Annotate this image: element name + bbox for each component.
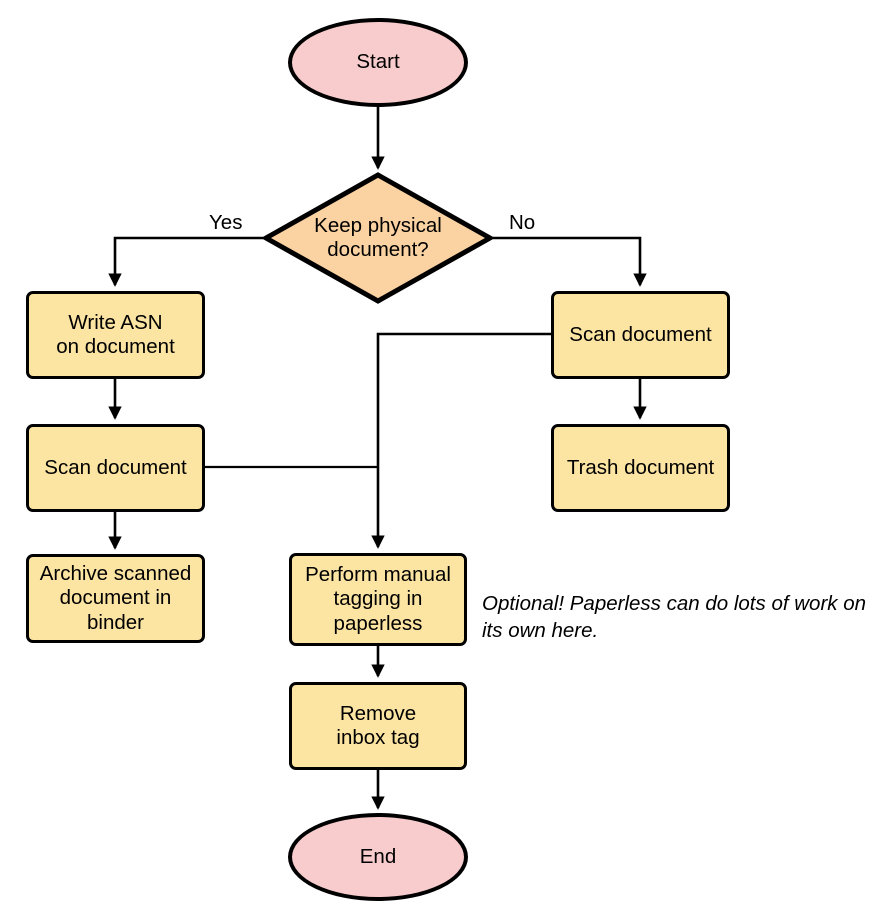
node-end[interactable]: End bbox=[288, 813, 468, 901]
node-archive-scanned-document[interactable]: Archive scanned document in binder bbox=[26, 554, 205, 643]
node-scan-right-label: Scan document bbox=[569, 322, 712, 346]
annotation-optional-note: Optional! Paperless can do lots of work … bbox=[482, 592, 867, 643]
node-end-label: End bbox=[359, 844, 397, 868]
node-decision-label: Keep physical document? bbox=[314, 213, 442, 261]
edge-decision-no-to-scan-right bbox=[493, 236, 647, 287]
node-trash-label: Trash document bbox=[566, 455, 715, 479]
node-start[interactable]: Start bbox=[288, 18, 468, 107]
node-write-asn-label: Write ASN on document bbox=[56, 310, 175, 358]
node-scan-document-left[interactable]: Scan document bbox=[26, 424, 205, 512]
node-remove-inbox-tag[interactable]: Remove inbox tag bbox=[289, 682, 467, 770]
node-start-label: Start bbox=[356, 50, 400, 74]
node-scan-left-label: Scan document bbox=[44, 455, 187, 479]
node-scan-document-right[interactable]: Scan document bbox=[551, 291, 730, 379]
diamond-shape bbox=[263, 172, 493, 304]
node-trash-document[interactable]: Trash document bbox=[551, 424, 730, 512]
node-keep-physical-document-decision[interactable]: Keep physical document? bbox=[263, 172, 493, 304]
node-tagging-label: Perform manual tagging in paperless bbox=[305, 563, 451, 635]
edge-decision-yes-to-write-asn bbox=[108, 236, 263, 287]
edge-label-no: No bbox=[509, 211, 536, 234]
node-archive-label: Archive scanned document in binder bbox=[39, 562, 192, 634]
edge-label-yes: Yes bbox=[209, 211, 243, 234]
edge-scan-right-to-tagging bbox=[371, 332, 552, 549]
node-remove-inbox-label: Remove inbox tag bbox=[336, 701, 420, 749]
node-write-asn-on-document[interactable]: Write ASN on document bbox=[26, 291, 205, 379]
node-perform-manual-tagging[interactable]: Perform manual tagging in paperless bbox=[289, 553, 467, 646]
